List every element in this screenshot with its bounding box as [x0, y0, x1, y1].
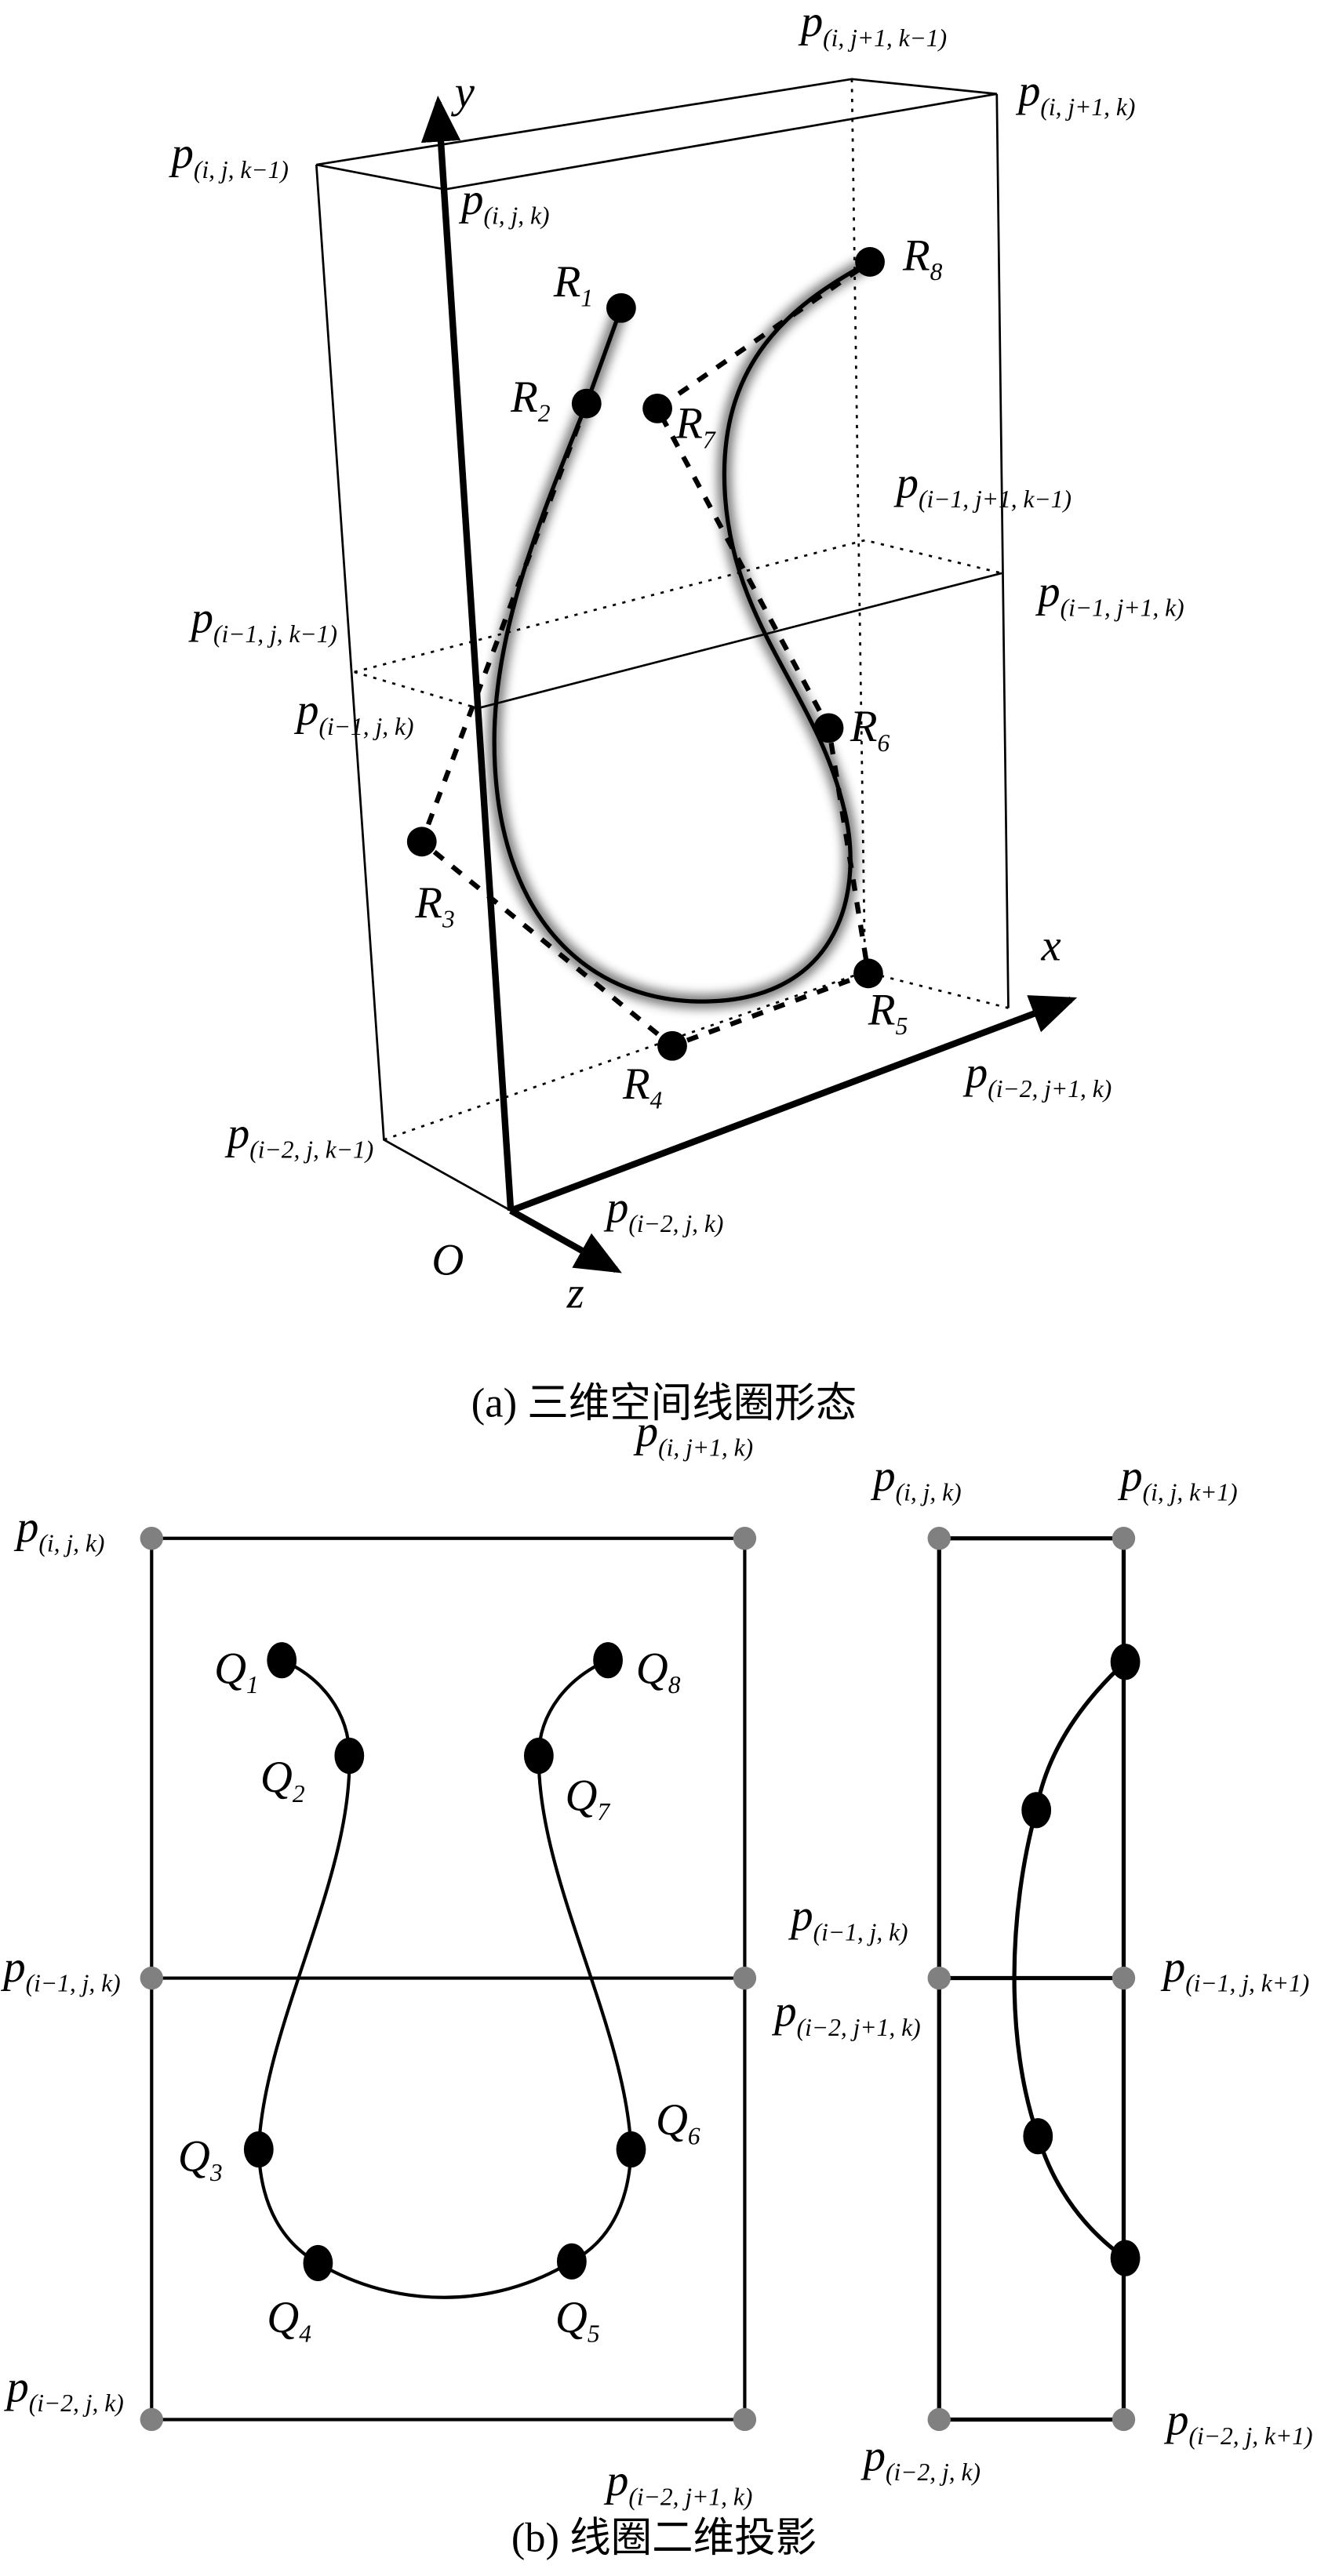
svg-text:p(i−1, j+1, k−1): p(i−1, j+1, k−1) [893, 458, 1071, 513]
svg-text:p(i, j, k+1): p(i, j, k+1) [1117, 1451, 1237, 1506]
svg-text:p(i−2, j, k−1): p(i−2, j, k−1) [224, 1109, 373, 1164]
label-r3: R3 [414, 878, 454, 933]
svg-text:Q7: Q7 [565, 1771, 610, 1826]
svg-text:p(i−1, j, k−1): p(i−1, j, k−1) [188, 594, 337, 649]
svg-text:p(i−1, j, k): p(i−1, j, k) [293, 685, 413, 740]
svg-text:p(i−1, j, k): p(i−1, j, k) [0, 1942, 120, 1997]
svg-text:p(i−1, j, k): p(i−1, j, k) [788, 1891, 908, 1946]
side-node-labels: p(i, j, k) p(i, j, k+1) p(i−1, j, k) p(i… [771, 1451, 1312, 2486]
caption-b: (b) 线圈二维投影 [511, 2515, 817, 2560]
svg-text:p(i−2, j, k): p(i−2, j, k) [3, 2362, 123, 2417]
svg-text:p(i, j+1, k): p(i, j+1, k) [633, 1407, 753, 1462]
q-point-labels: Q1 Q2 Q3 Q4 Q5 Q6 Q7 Q8 [178, 1644, 700, 2348]
figure-a-3d-coil: y x z O R1 R2 R3 R4 R5 R6 R7 R8 p(i, [168, 0, 1184, 1426]
x-axis [509, 995, 1078, 1214]
side-projection: p(i, j, k) p(i, j, k+1) p(i−1, j, k) p(i… [771, 1451, 1312, 2486]
coil-curve [486, 255, 874, 1009]
svg-text:p(i−2, j, k+1): p(i−2, j, k+1) [1163, 2395, 1312, 2450]
svg-text:p(i, j, k−1): p(i, j, k−1) [168, 129, 288, 183]
svg-text:p(i−1, j, k+1): p(i−1, j, k+1) [1160, 1942, 1309, 1997]
grid-node-dots [140, 1527, 757, 2432]
label-r2: R2 [510, 372, 551, 427]
svg-text:p(i, j, k): p(i, j, k) [870, 1451, 961, 1506]
svg-text:Q6: Q6 [656, 2095, 700, 2150]
z-axis-label: z [566, 1269, 584, 1318]
label-r1: R1 [553, 257, 593, 312]
side-point-dots [1021, 1644, 1141, 2276]
label-r8: R8 [902, 231, 943, 285]
corner-labels: p(i, j+1, k−1) p(i, j+1, k) p(i, j, k−1)… [168, 0, 1184, 1237]
control-point-labels: R1 R2 R3 R4 R5 R6 R7 R8 [414, 231, 942, 1114]
svg-text:Q4: Q4 [267, 2293, 311, 2348]
origin-label: O [431, 1236, 464, 1285]
svg-text:p(i, j, k): p(i, j, k) [13, 1502, 104, 1557]
svg-text:p(i−2, j, k): p(i−2, j, k) [860, 2432, 981, 2487]
side-node-dots [927, 1527, 1136, 2432]
label-r4: R4 [622, 1059, 663, 1114]
svg-text:Q3: Q3 [178, 2131, 223, 2186]
svg-text:Q1: Q1 [214, 1644, 259, 1699]
side-curve [1012, 1660, 1127, 2260]
y-axis-label: y [451, 68, 475, 118]
svg-text:p(i−2, j+1, k): p(i−2, j+1, k) [603, 2456, 752, 2511]
svg-text:p(i, j+1, k−1): p(i, j+1, k−1) [798, 0, 947, 52]
label-r6: R6 [850, 702, 890, 757]
figure-b-2d-projection: Q1 Q2 Q3 Q4 Q5 Q6 Q7 Q8 p(i, j, k) p(i, … [0, 1407, 1312, 2560]
coordinate-axes: y x z O [420, 68, 1078, 1318]
y-axis [420, 95, 515, 1212]
front-projection: Q1 Q2 Q3 Q4 Q5 Q6 Q7 Q8 p(i, j, k) p(i, … [0, 1407, 757, 2511]
caption-a: (a) 三维空间线圈形态 [471, 1380, 857, 1426]
svg-text:Q2: Q2 [260, 1753, 305, 1808]
svg-text:Q8: Q8 [636, 1644, 681, 1699]
svg-text:p(i−2, j, k): p(i−2, j, k) [603, 1183, 723, 1237]
z-axis [509, 1208, 622, 1273]
label-r5: R5 [868, 985, 908, 1040]
front-node-labels: p(i, j, k) p(i, j+1, k) p(i−1, j, k) p(i… [0, 1407, 753, 2511]
svg-text:p(i, j+1, k): p(i, j+1, k) [1015, 66, 1135, 121]
q-point-dots [243, 1642, 646, 2282]
projected-curve [257, 1659, 633, 2299]
bounding-box [315, 78, 1010, 1212]
svg-text:p(i−2, j+1, k): p(i−2, j+1, k) [771, 1986, 920, 2041]
svg-text:Q5: Q5 [555, 2293, 600, 2348]
svg-text:p(i−2, j+1, k): p(i−2, j+1, k) [962, 1048, 1112, 1103]
svg-text:p(i−1, j+1, k): p(i−1, j+1, k) [1035, 567, 1184, 622]
x-axis-label: x [1040, 921, 1061, 971]
svg-text:p(i, j, k): p(i, j, k) [458, 175, 549, 230]
control-point-dots [406, 247, 885, 1061]
label-r7: R7 [675, 399, 716, 454]
